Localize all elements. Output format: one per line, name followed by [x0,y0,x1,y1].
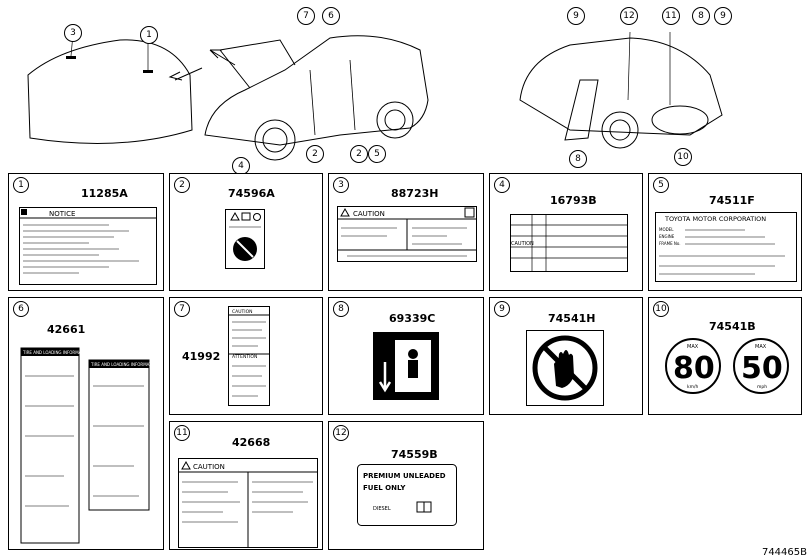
part-number: 69339C [389,312,436,325]
callout-3: 3 [64,24,82,42]
part-number: 74541H [548,312,596,325]
svg-text:PREMIUM UNLEADED: PREMIUM UNLEADED [363,472,446,480]
tire-info-labels: TIRE AND LOADING INFORMATION TIRE AND LO… [20,347,159,544]
svg-text:ENGINE: ENGINE [659,234,675,239]
cell-number: 5 [653,177,669,193]
svg-text:MODEL: MODEL [659,227,674,232]
cell-12: 12 74559B PREMIUM UNLEADED FUEL ONLY DIE… [328,421,484,550]
callout-11: 11 [662,7,680,25]
callout-2: 2 [306,145,324,163]
cell-number: 9 [494,301,510,317]
svg-text:FRAME No.: FRAME No. [659,241,681,246]
part-number: 74511F [709,194,755,207]
fuel-label: PREMIUM UNLEADED FUEL ONLY DIESEL [357,464,457,526]
callout-9b: 9 [714,7,732,25]
vin-label: TOYOTA MOTOR CORPORATION MODEL ENGINE FR… [655,212,797,282]
part-number: 42661 [47,323,86,336]
cell-number: 10 [653,301,669,317]
svg-text:ATTENTION: ATTENTION [232,354,257,360]
diagram-code: 744465B [761,547,807,558]
callout-9: 9 [567,7,585,25]
part-number: 16793B [550,194,597,207]
svg-text:MAX: MAX [755,344,767,350]
cell-5: 5 74511F TOYOTA MOTOR CORPORATION MODEL … [648,173,802,291]
no-touch-icon [526,330,604,406]
cell-1: 1 11285A NOTICE [8,173,164,291]
callout-8b: 8 [569,150,587,168]
svg-text:CAUTION: CAUTION [232,309,253,315]
cell-8: 8 69339C [328,297,484,415]
caution-label-11: CAUTION [178,458,318,548]
callout-5: 5 [368,145,386,163]
cell-4: 4 16793B CAUTION [489,173,643,291]
rear-car-illustration [519,31,723,149]
cell-number: 6 [13,301,29,317]
part-number: 74541B [709,320,756,333]
callout-7: 7 [297,7,315,25]
hood-illustration [27,33,203,144]
svg-text:CAUTION: CAUTION [353,210,385,218]
cell-number: 3 [333,177,349,193]
cell-number: 4 [494,177,510,193]
front-car-illustration [204,35,429,161]
warning-table-label: CAUTION [510,214,628,272]
svg-text:TIRE AND LOADING INFORMATION: TIRE AND LOADING INFORMATION [90,362,159,367]
callout-8: 8 [692,7,710,25]
cell-number: 1 [13,177,29,193]
cell-number: 8 [333,301,349,317]
svg-text:NOTICE: NOTICE [49,210,75,218]
svg-text:50: 50 [741,351,783,386]
cell-number: 7 [174,301,190,317]
cell-2: 2 74596A [169,173,323,291]
callout-1: 1 [140,26,158,44]
svg-text:TIRE AND LOADING INFORMATION: TIRE AND LOADING INFORMATION [22,350,91,355]
part-number: 88723H [391,187,439,200]
svg-text:FUEL ONLY: FUEL ONLY [363,484,406,492]
trunk-escape-icon [373,332,439,400]
part-number: 74559B [391,448,438,461]
caution-attention-label: CAUTION ATTENTION [228,306,270,406]
callout-10: 10 [674,148,692,166]
speed-limit-label: MAX MAX 80 50 km/h mph [665,338,789,394]
svg-text:CAUTION: CAUTION [193,463,225,471]
cell-number: 12 [333,425,349,441]
cell-9: 9 74541H [489,297,643,415]
cell-number: 11 [174,425,190,441]
svg-text:CAUTION: CAUTION [511,241,534,247]
cell-7: 7 41992 CAUTION ATTENTION [169,297,323,415]
cell-6: 6 42661 TIRE AND LOADING INFORMATION TIR… [8,297,164,550]
cell-number: 2 [174,177,190,193]
callout-2b: 2 [350,145,368,163]
cell-11: 11 42668 CAUTION [169,421,323,550]
cell-10: 10 74541B MAX MAX 80 50 km/h mph [648,297,802,415]
svg-text:mph: mph [757,384,767,390]
airbag-label [225,209,265,269]
svg-text:km/h: km/h [687,384,699,390]
svg-text:DIESEL: DIESEL [373,506,391,512]
caution-label: CAUTION [337,206,477,262]
part-number: 74596A [228,187,275,200]
callout-12: 12 [620,7,638,25]
cell-3: 3 88723H CAUTION [328,173,484,291]
callout-6: 6 [322,7,340,25]
part-number: 42668 [232,436,271,449]
part-number: 11285A [81,187,128,200]
notice-label: NOTICE [19,207,157,285]
part-number: 41992 [182,350,221,363]
svg-text:TOYOTA MOTOR CORPORATION: TOYOTA MOTOR CORPORATION [664,215,766,223]
svg-text:80: 80 [673,351,715,386]
svg-text:MAX: MAX [687,344,699,350]
